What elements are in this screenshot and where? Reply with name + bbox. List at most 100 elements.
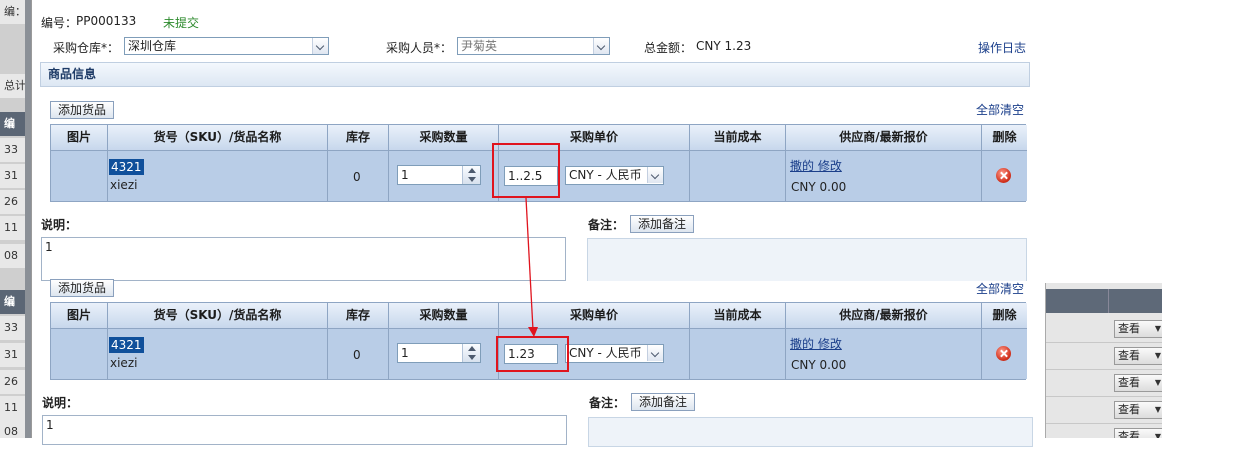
supplier-price: CNY 0.00 xyxy=(791,358,847,372)
order-number: PP000133 xyxy=(76,14,137,28)
quantity-stepper[interactable]: 1 xyxy=(397,343,481,363)
sku-value[interactable]: 4321 xyxy=(109,159,144,175)
remark-label: 备注： xyxy=(589,396,626,410)
view-button-label: 查看 xyxy=(1118,322,1140,335)
col-header-unit-price: 采购单价 xyxy=(499,303,690,329)
clear-all-link[interactable]: 全部清空 xyxy=(976,103,1025,117)
stock-value: 0 xyxy=(353,170,361,184)
col-header-current-cost: 当前成本 xyxy=(690,303,786,329)
unit-price-input[interactable]: 1..2.5 xyxy=(504,166,558,186)
col-header-stock: 库存 xyxy=(328,303,389,329)
chevron-down-icon xyxy=(647,167,663,183)
view-button-label: 查看 xyxy=(1118,403,1140,416)
bg-fragment: 08 xyxy=(0,420,31,438)
col-header-stock: 库存 xyxy=(328,125,389,151)
cell-stock: 0 xyxy=(328,329,389,379)
currency-select[interactable]: CNY - 人民币 xyxy=(565,344,664,363)
view-button[interactable]: 查看 ▼ xyxy=(1114,401,1162,419)
col-header-supplier: 供应商/最新报价 xyxy=(786,303,982,329)
supplier-edit-link[interactable]: 撒的 修改 xyxy=(790,337,842,351)
col-header-quantity: 采购数量 xyxy=(389,303,499,329)
spinner-arrows-icon[interactable] xyxy=(462,344,480,362)
col-header-sku: 货号（SKU）/货品名称 xyxy=(108,303,328,329)
background-page-right: 查看▼ 查看▼ 查看▼ 查看▼ 查看▼ xyxy=(1045,283,1162,438)
bg-scroll-edge xyxy=(25,0,31,438)
unit-price-value: 1.23 xyxy=(508,347,535,361)
supplier-edit-link[interactable]: 撒的 修改 xyxy=(790,159,842,173)
quantity-stepper[interactable]: 1 xyxy=(397,165,481,185)
bg-row-divider xyxy=(1046,369,1162,370)
clear-all-link[interactable]: 全部清空 xyxy=(976,282,1025,296)
cell-current-cost xyxy=(690,151,786,201)
chevron-down-icon: ▼ xyxy=(1154,405,1161,414)
chevron-down-icon: ▼ xyxy=(1154,378,1161,387)
view-button-label: 查看 xyxy=(1118,376,1140,389)
description-label: 说明： xyxy=(41,218,78,232)
cell-sku: 4321 xiezi xyxy=(108,329,328,379)
col-header-current-cost: 当前成本 xyxy=(690,125,786,151)
unit-price-input[interactable]: 1.23 xyxy=(504,344,558,364)
description-textarea[interactable]: 1 xyxy=(41,237,566,281)
highlight-box-before xyxy=(492,143,560,198)
description-value: 1 xyxy=(45,240,53,254)
chevron-down-icon: ▼ xyxy=(1154,351,1161,360)
cell-current-cost xyxy=(690,329,786,379)
chevron-down-icon xyxy=(312,38,328,54)
supplier-price: CNY 0.00 xyxy=(791,180,847,194)
spinner-arrows-icon[interactable] xyxy=(462,166,480,184)
add-remark-button[interactable]: 添加备注 xyxy=(631,393,696,411)
currency-value: CNY - 人民币 xyxy=(569,168,642,182)
view-button[interactable]: 查看▼ xyxy=(1114,320,1162,338)
unit-price-value: 1..2.5 xyxy=(508,169,543,183)
goods-table: 图片 货号（SKU）/货品名称 库存 采购数量 采购单价 当前成本 供应商/最新… xyxy=(50,124,1027,202)
cell-image xyxy=(51,151,108,201)
purchase-order-panel-after: 添加货品 全部清空 图片 货号（SKU）/货品名称 库存 采购数量 采购单价 当… xyxy=(33,279,1033,447)
warehouse-select[interactable]: 深圳仓库 xyxy=(124,37,329,55)
sku-value[interactable]: 4321 xyxy=(109,337,144,353)
add-goods-button[interactable]: 添加货品 xyxy=(50,279,115,297)
col-header-delete: 删除 xyxy=(982,125,1027,151)
col-header-image: 图片 xyxy=(51,125,108,151)
cell-stock: 0 xyxy=(328,151,389,201)
cell-supplier: 撒的 修改 CNY 0.00 xyxy=(786,329,982,379)
col-header-sku: 货号（SKU）/货品名称 xyxy=(108,125,328,151)
buyer-value: 尹菊英 xyxy=(461,39,498,53)
col-header-unit-price: 采购单价 xyxy=(499,125,690,151)
operation-log-link[interactable]: 操作日志 xyxy=(978,41,1027,55)
goods-section-header: 商品信息 xyxy=(40,62,1030,87)
col-header-image: 图片 xyxy=(51,303,108,329)
cell-delete xyxy=(982,329,1027,379)
bg-row-divider xyxy=(1046,342,1162,343)
view-button[interactable]: 查看 ▼ xyxy=(1114,428,1162,438)
currency-select[interactable]: CNY - 人民币 xyxy=(565,166,664,185)
cell-unit-price: 1..2.5 CNY - 人民币 xyxy=(499,151,690,201)
view-button[interactable]: 查看 ▼ xyxy=(1114,374,1162,392)
order-number-label: 编号： xyxy=(41,16,78,30)
chevron-down-icon: ▼ xyxy=(1154,432,1161,438)
add-goods-button[interactable]: 添加货品 xyxy=(50,101,115,119)
view-button[interactable]: 查看▼ xyxy=(1114,347,1162,365)
order-status: 未提交 xyxy=(163,16,200,30)
bg-row-divider xyxy=(1046,396,1162,397)
col-header-delete: 删除 xyxy=(982,303,1027,329)
description-textarea[interactable]: 1 xyxy=(42,415,567,445)
chevron-down-icon xyxy=(593,38,609,54)
add-remark-button[interactable]: 添加备注 xyxy=(630,215,695,233)
goods-table: 图片 货号（SKU）/货品名称 库存 采购数量 采购单价 当前成本 供应商/最新… xyxy=(50,302,1027,380)
cell-sku: 4321 xiezi xyxy=(108,151,328,201)
cell-delete xyxy=(982,151,1027,201)
purchase-order-panel-before: 编号： PP000133 未提交 采购仓库*： 深圳仓库 采购人员*： 尹菊英 … xyxy=(33,0,1030,282)
buyer-select[interactable]: 尹菊英 xyxy=(457,37,610,55)
remark-box xyxy=(588,417,1033,447)
delete-icon[interactable] xyxy=(996,168,1011,183)
view-button-label: 查看 xyxy=(1118,430,1140,438)
chevron-down-icon xyxy=(647,345,663,361)
delete-icon[interactable] xyxy=(996,346,1011,361)
quantity-value: 1 xyxy=(401,168,409,182)
total-label: 总金额： xyxy=(644,41,693,55)
highlight-box-after xyxy=(496,336,569,372)
description-value: 1 xyxy=(46,418,54,432)
total-value: CNY 1.23 xyxy=(696,39,752,53)
cell-quantity: 1 xyxy=(389,329,499,379)
goods-name: xiezi xyxy=(110,356,138,370)
